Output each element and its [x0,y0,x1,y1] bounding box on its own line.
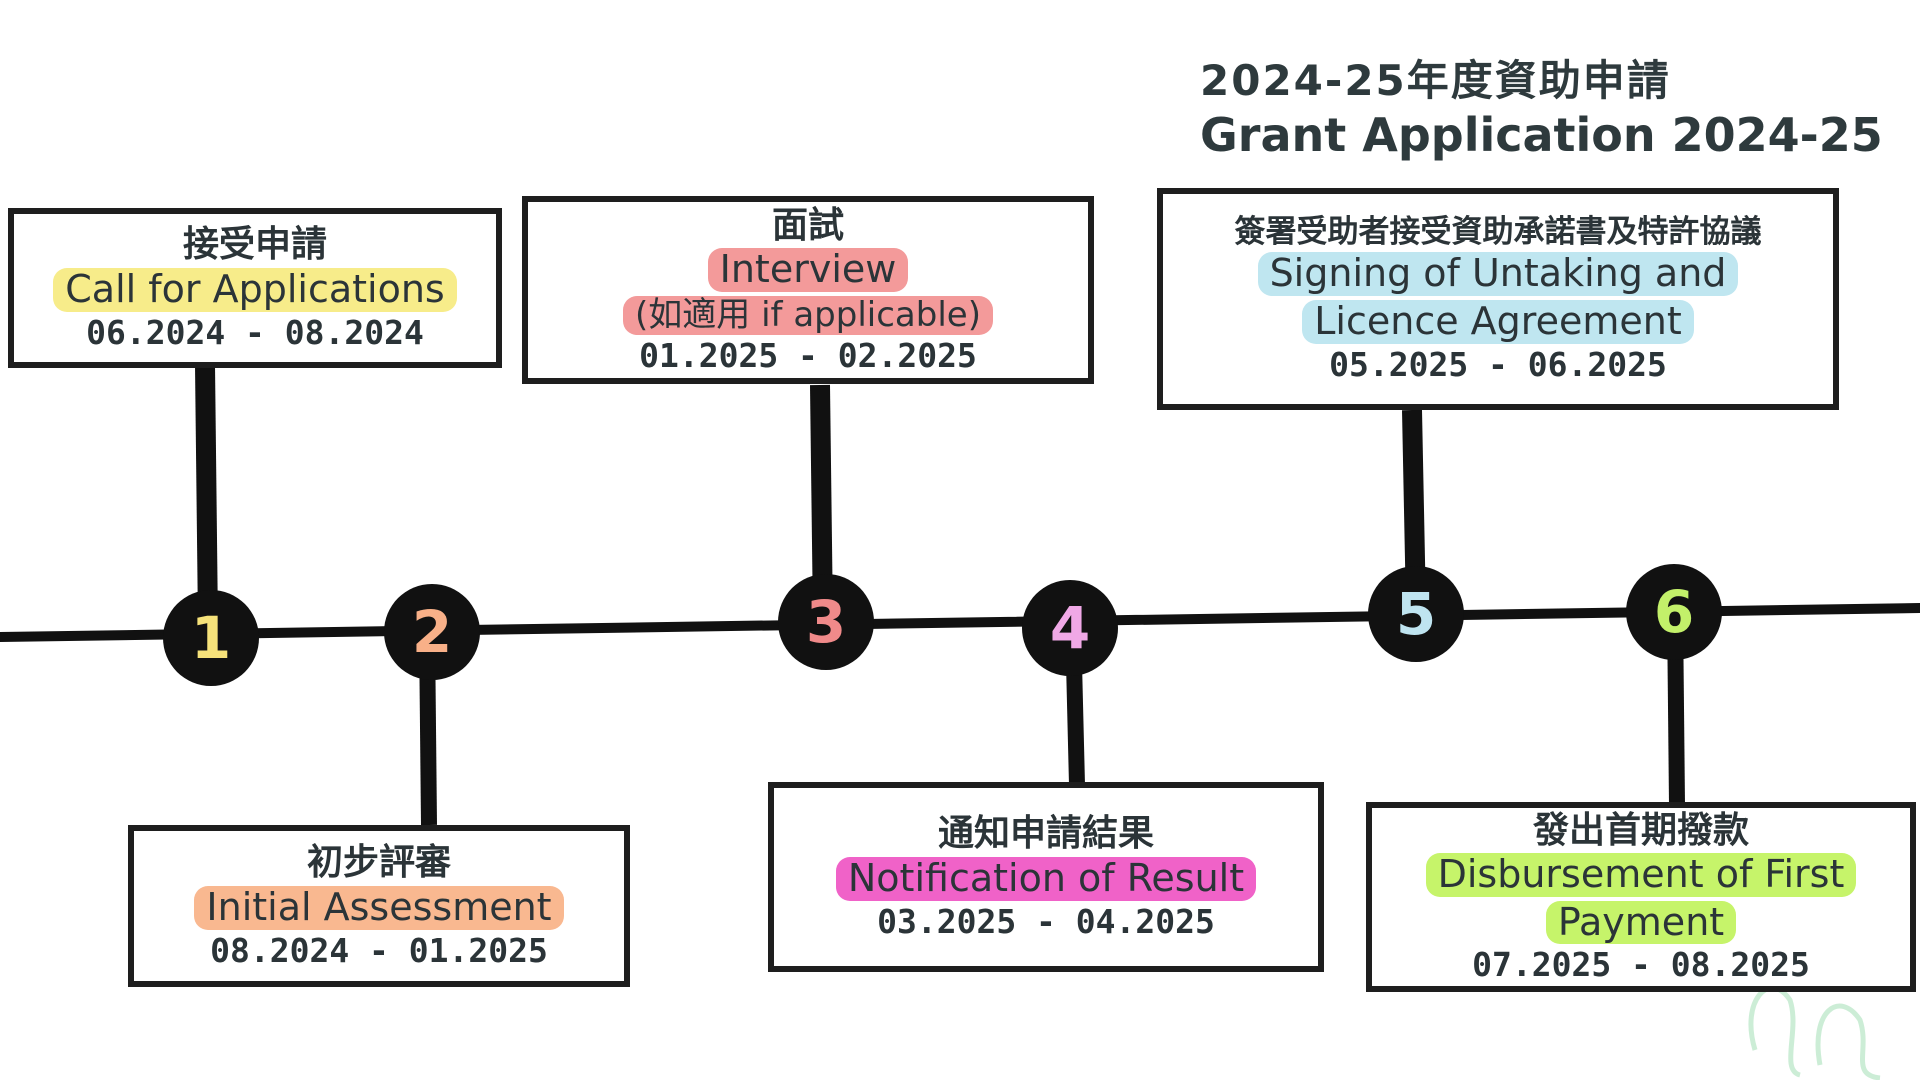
timeline-axis [0,603,1920,642]
step-3-title-zh: 面試 [771,204,844,246]
step-3-note: (如適用 if applicable) [623,295,993,336]
step-4-title-zh: 通知申請結果 [937,813,1154,855]
step-3-title-en: Interview [707,248,909,293]
decorative-scribble [1748,985,1881,1080]
step-card-4: 通知申請結果 Notification of Result 03.2025 - … [768,782,1324,972]
step-1-date: 06.2024 - 08.2024 [86,312,424,352]
step-6-title-zh: 發出首期撥款 [1532,809,1749,851]
step-4-marker: 4 [1022,580,1118,676]
step-4-date: 03.2025 - 04.2025 [877,901,1215,941]
step-card-3: 面試 Interview (如適用 if applicable) 01.2025… [522,196,1094,384]
step-5-marker: 5 [1368,566,1464,662]
step-5-title-en-line2: Licence Agreement [1302,299,1694,344]
step-6-title-en: Disbursement of First [1425,852,1857,897]
step-6-date: 07.2025 - 08.2025 [1472,945,1810,985]
step-6-title-en-line2: Payment [1545,900,1737,945]
step-2-marker: 2 [384,584,480,680]
page-title: 2024-25年度資助申請 Grant Application 2024-25 [1200,56,1900,164]
step-6-marker: 6 [1626,564,1722,660]
step-card-1: 接受申請 Call for Applications 06.2024 - 08.… [8,208,502,368]
step-4-title-en: Notification of Result [835,856,1257,901]
step-5-title-zh: 簽署受助者接受資助承諾書及特許協議 [1234,213,1762,250]
step-2-date: 08.2024 - 01.2025 [210,930,548,970]
step-card-5: 簽署受助者接受資助承諾書及特許協議 Signing of Untaking an… [1157,188,1839,410]
step-3-marker: 3 [778,574,874,670]
step-3-date: 01.2025 - 02.2025 [639,336,977,376]
step-1-title-en: Call for Applications [53,267,457,312]
title-zh: 2024-25年度資助申請 [1200,56,1671,105]
step-1-title-zh: 接受申請 [182,224,327,266]
step-1-marker: 1 [163,590,259,686]
step-5-date: 05.2025 - 06.2025 [1329,344,1667,384]
step-5-title-en: Signing of Untaking and [1257,251,1739,296]
connector-1 [195,364,218,626]
step-card-6: 發出首期撥款 Disbursement of First Payment 07.… [1366,802,1916,992]
step-2-title-en: Initial Assessment [194,885,564,930]
step-card-2: 初步評審 Initial Assessment 08.2024 - 01.202… [128,825,630,987]
step-2-title-zh: 初步評審 [306,842,451,884]
title-en: Grant Application 2024-25 [1200,108,1883,163]
